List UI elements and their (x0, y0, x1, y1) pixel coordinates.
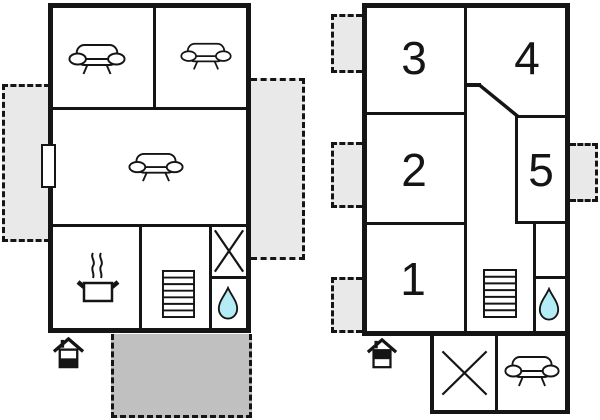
sofa-icon (504, 355, 560, 389)
x-mark-icon (214, 229, 244, 273)
terrace-right-of-plan1 (251, 78, 305, 260)
entrance-house-icon (52, 337, 85, 370)
plan2-wall-corridor-left (464, 8, 467, 331)
window-icon (41, 144, 56, 188)
plan2-wall-droproom-top (536, 276, 565, 279)
plan1-wall-top (48, 3, 251, 8)
plan1-wall-toprooms-divider (153, 8, 156, 109)
plan1-wall-stairs-right (209, 227, 212, 328)
plan1-wall-kitchen-right (139, 227, 142, 328)
terrace-dark-below-plan1 (111, 334, 252, 418)
plan2-wall-top (362, 3, 570, 8)
plan2-wall-bottom-main (362, 331, 570, 336)
plan2-wall-right (565, 3, 570, 414)
terrace-midleft-of-plan2 (331, 142, 362, 208)
stairs-icon (483, 269, 517, 318)
cooking-pot-icon (76, 251, 120, 303)
entrance-house-icon (366, 338, 398, 370)
plan2-annex-divider (495, 336, 498, 410)
room-label-4: 4 (514, 32, 540, 84)
plan1-wall-xdrop-divider (212, 276, 246, 279)
x-mark-icon (441, 350, 488, 396)
stairs-icon (162, 270, 195, 318)
room-label-1: 1 (400, 253, 426, 305)
plan2-wall-room3-room2 (367, 112, 464, 115)
plan1-wall-above-kitchenrow (53, 224, 246, 227)
room-label-3: 3 (401, 32, 427, 84)
plan1-wall-below-toprooms (53, 107, 246, 110)
sofa-icon (128, 152, 184, 184)
water-drop-icon (217, 286, 239, 320)
plan2-wall-smallroom-left (533, 224, 536, 333)
plan2-wall-room5-left (515, 115, 518, 224)
plan2-annex-wall-bottom (430, 410, 570, 414)
plan1-wall-right (246, 3, 251, 333)
plan2-wall-room5-bottom (515, 221, 565, 224)
sofa-icon (180, 42, 232, 72)
terrace-topleft-of-plan2 (331, 14, 362, 73)
plan2-wall-stub (464, 83, 481, 87)
terrace-right-of-plan2 (570, 143, 598, 202)
water-drop-icon (538, 287, 560, 321)
plan2-wall-room5-top (515, 115, 565, 118)
plan2-wall-room2-room1 (367, 222, 464, 225)
terrace-bottomleft-of-plan2 (331, 277, 362, 333)
plan1-wall-bottom (48, 328, 251, 333)
room-label-2: 2 (401, 144, 427, 196)
sofa-icon (68, 43, 126, 77)
room-label-5: 5 (528, 144, 554, 196)
plan2-wall-left (362, 3, 367, 336)
plan2-annex-wall-left (430, 331, 434, 414)
